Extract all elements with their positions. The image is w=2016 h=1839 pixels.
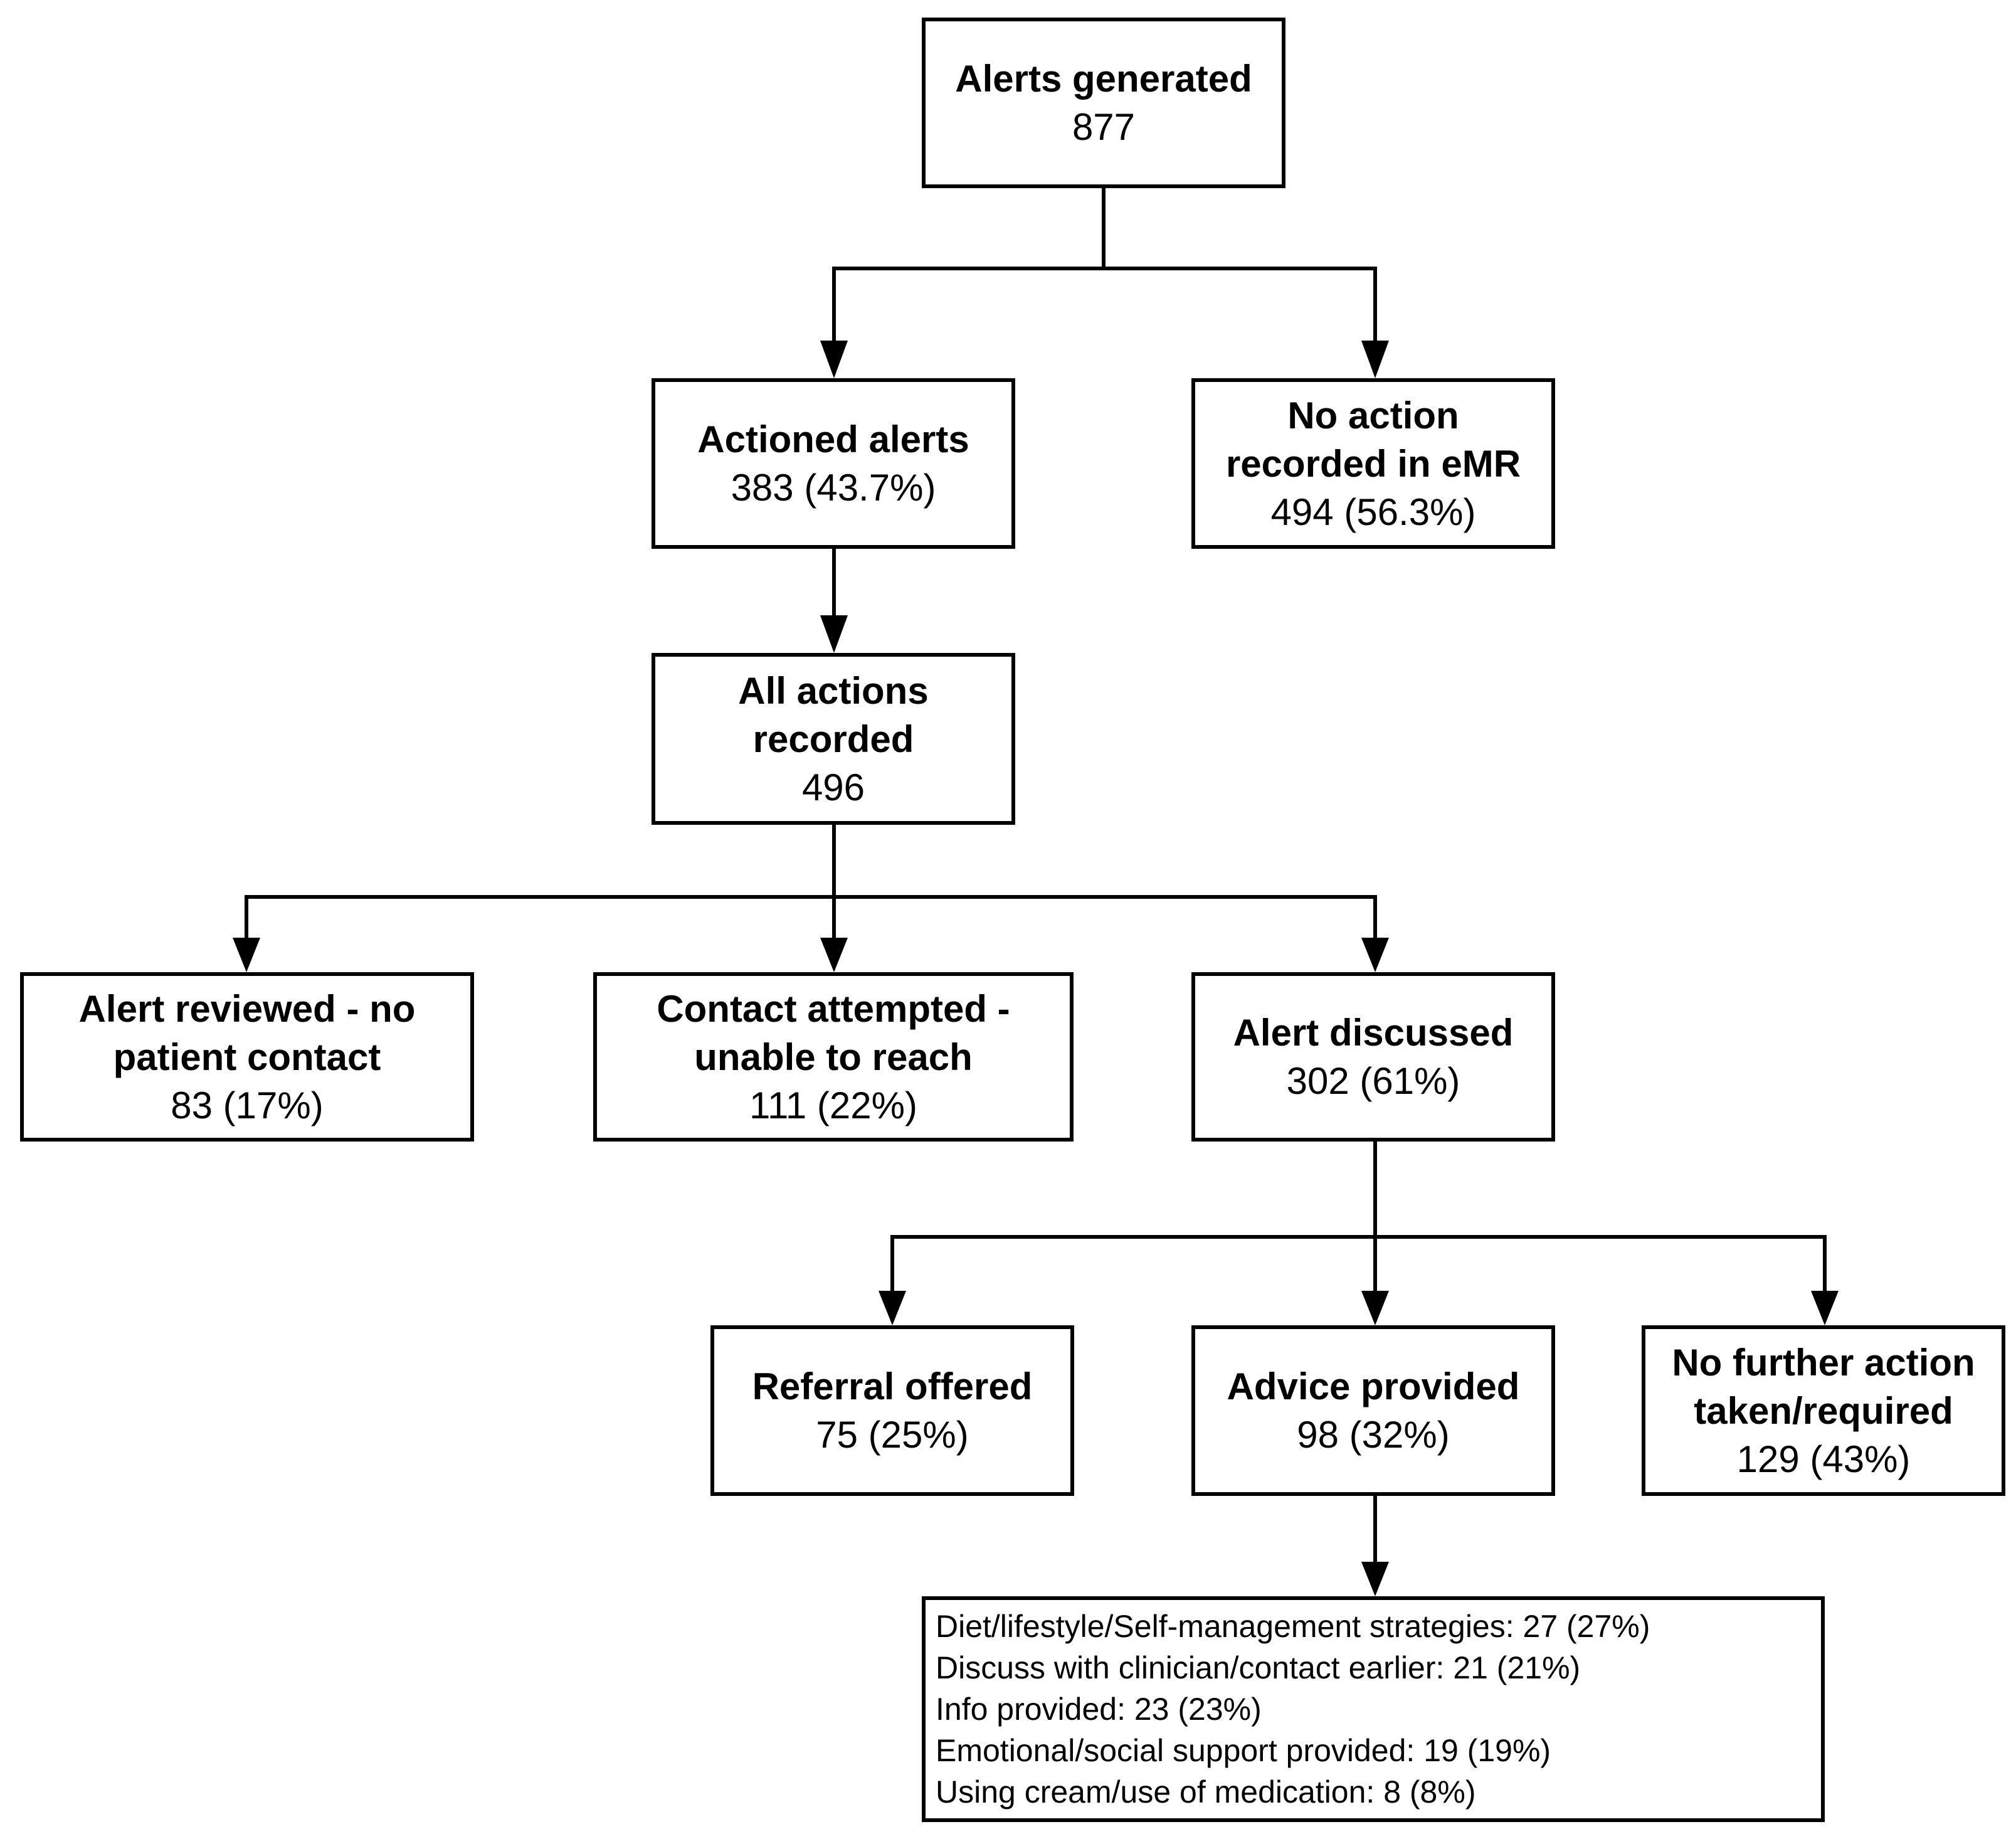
arrowhead xyxy=(1361,1291,1389,1325)
connector-root-split xyxy=(832,186,1106,344)
arrowhead xyxy=(1361,341,1389,378)
node-count: 877 xyxy=(1072,106,1136,148)
node-title: Actioned alerts xyxy=(697,418,969,460)
list-item: Discuss with clinician/contact earlier: … xyxy=(936,1650,1581,1685)
node-referral-offered: Referral offered 75 (25%) xyxy=(710,1325,1074,1496)
node-advice-provided: Advice provided 98 (32%) xyxy=(1191,1325,1555,1496)
connector-root-right xyxy=(1102,267,1377,344)
node-contact-attempted: Contact attempted - unable to reach 111 … xyxy=(593,972,1074,1142)
node-count: 129 (43%) xyxy=(1736,1438,1911,1480)
connector-discussed-left xyxy=(890,1140,1377,1294)
list-item: Using cream/use of medication: 8 (8%) xyxy=(936,1774,1476,1810)
list-item: Info provided: 23 (23%) xyxy=(936,1692,1262,1727)
node-alerts-generated: Alerts generated 877 xyxy=(922,18,1285,188)
arrowhead xyxy=(820,341,848,378)
node-alert-reviewed: Alert reviewed - no patient contact 83 (… xyxy=(20,972,474,1142)
node-count: 98 (32%) xyxy=(1297,1414,1450,1456)
node-title: Alerts generated xyxy=(955,58,1252,100)
node-no-further-action: No further action taken/required 129 (43… xyxy=(1642,1325,2005,1496)
connector-discussed-right xyxy=(1373,1235,1827,1294)
node-count: 494 (56.3%) xyxy=(1270,490,1476,533)
node-count: 75 (25%) xyxy=(816,1414,969,1456)
node-no-action-recorded: No action recorded in eMR 494 (56.3%) xyxy=(1191,378,1555,549)
arrowhead xyxy=(820,938,848,972)
node-count: 111 (22%) xyxy=(749,1084,917,1126)
node-title: No further action taken/required xyxy=(1672,1341,1975,1432)
node-count: 383 (43.7%) xyxy=(731,467,936,509)
arrowhead xyxy=(879,1291,906,1325)
node-alert-discussed: Alert discussed 302 (61%) xyxy=(1191,972,1555,1142)
node-count: 83 (17%) xyxy=(171,1084,324,1126)
node-count: 302 (61%) xyxy=(1286,1060,1460,1102)
node-all-actions-recorded: All actions recorded 496 xyxy=(652,653,1015,825)
arrowhead xyxy=(1361,1562,1389,1596)
node-title: Alert discussed xyxy=(1233,1012,1514,1054)
connector-all-right xyxy=(832,895,1377,941)
node-actioned-alerts: Actioned alerts 383 (43.7%) xyxy=(652,378,1015,549)
arrowhead xyxy=(233,938,260,972)
arrowhead xyxy=(820,615,848,653)
list-item: Emotional/social support provided: 19 (1… xyxy=(936,1733,1551,1768)
list-item: Diet/lifestyle/Self-management strategie… xyxy=(936,1609,1650,1644)
arrowhead xyxy=(1361,938,1389,972)
node-title: No action recorded in eMR xyxy=(1225,394,1521,485)
connector-all-left xyxy=(245,823,836,941)
node-title: Advice provided xyxy=(1227,1365,1520,1407)
arrowhead xyxy=(1811,1291,1839,1325)
node-count: 496 xyxy=(801,766,865,808)
advice-breakdown-list: Diet/lifestyle/Self-management strategie… xyxy=(922,1596,1825,1822)
node-title: All actions recorded xyxy=(738,669,929,760)
node-title: Contact attempted - unable to reach xyxy=(657,987,1010,1078)
node-title: Alert reviewed - no patient contact xyxy=(78,987,416,1078)
node-title: Referral offered xyxy=(752,1365,1033,1407)
